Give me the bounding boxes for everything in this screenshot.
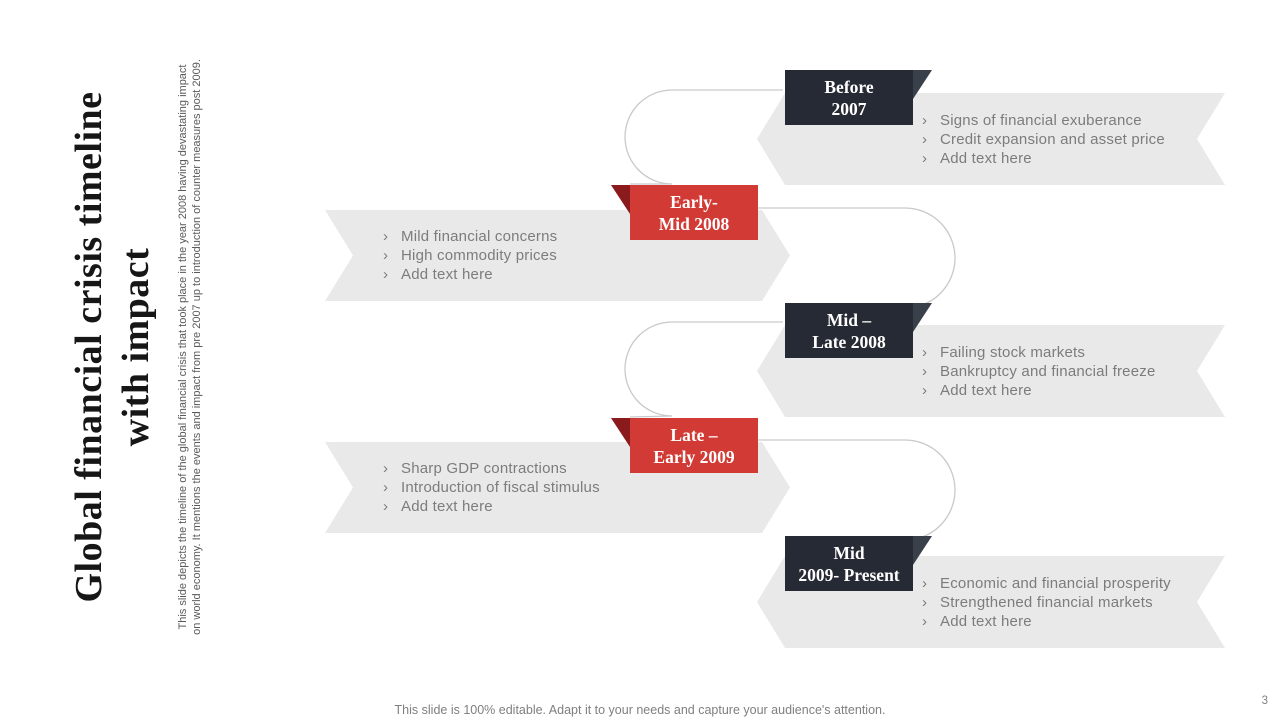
bullet-item: › Bankruptcy and financial freeze xyxy=(922,362,1225,381)
chevron-bullet-icon: › xyxy=(922,130,927,148)
period-label-line-2: Mid 2008 xyxy=(658,213,730,234)
bullet-text: Add text here xyxy=(401,498,493,515)
bullet-item: › Add text here xyxy=(922,149,1225,168)
period-label-line-2: 2009- Present xyxy=(798,564,900,585)
connector-curve-2 xyxy=(758,207,956,310)
period-label-line-1: Early- xyxy=(670,191,718,212)
connector-curve-4 xyxy=(758,439,956,542)
bullet-item: › Credit expansion and asset price xyxy=(922,130,1225,149)
impact-band-mid-2009-present: › Economic and financial prosperity › St… xyxy=(757,556,1225,648)
chevron-bullet-icon: › xyxy=(922,574,927,592)
period-label-mid-late-2008: Mid – Late 2008 xyxy=(785,303,932,358)
bullet-item: › Signs of financial exuberance xyxy=(922,111,1225,130)
bullet-text: Add text here xyxy=(940,381,1032,399)
bullet-item: › Failing stock markets xyxy=(922,343,1225,362)
bullet-text: High commodity prices xyxy=(401,247,557,264)
bullet-text: Credit expansion and asset price xyxy=(940,130,1165,148)
period-label-line-2: Early 2009 xyxy=(653,446,735,467)
connector-curve-1 xyxy=(624,89,783,185)
period-label-line-2: 2007 xyxy=(831,98,867,119)
bullet-item: › Add text here xyxy=(383,265,790,284)
bullet-text: Introduction of fiscal stimulus xyxy=(401,479,600,496)
bullet-item: › Sharp GDP contractions xyxy=(383,459,790,478)
period-label-line-2: Late 2008 xyxy=(812,331,886,352)
period-label-late-early-2009: Late – Early 2009 xyxy=(611,418,758,473)
bullet-text: Bankruptcy and financial freeze xyxy=(940,362,1156,380)
ribbon-fold-icon xyxy=(913,536,932,565)
period-label-early-mid-2008: Early- Mid 2008 xyxy=(611,185,758,240)
chevron-bullet-icon: › xyxy=(922,612,927,630)
impact-band-before-2007: › Signs of financial exuberance › Credit… xyxy=(757,93,1225,185)
bullet-item: › Add text here xyxy=(922,381,1225,400)
chevron-bullet-icon: › xyxy=(383,460,388,477)
bullet-item: › Add text here xyxy=(383,497,790,516)
chevron-bullet-icon: › xyxy=(922,111,927,129)
ribbon-fold-icon xyxy=(913,303,932,332)
bullet-text: Strengthened financial markets xyxy=(940,593,1153,611)
bullet-text: Add text here xyxy=(940,612,1032,630)
period-label-line-1: Before xyxy=(824,76,874,97)
bullet-text: Signs of financial exuberance xyxy=(940,111,1142,129)
bullet-item: › Introduction of fiscal stimulus xyxy=(383,478,790,497)
chevron-bullet-icon: › xyxy=(383,266,388,283)
bullet-item: › Economic and financial prosperity xyxy=(922,574,1225,593)
connector-curve-3 xyxy=(624,321,783,418)
period-label-line-1: Late – xyxy=(670,424,718,445)
bullet-text: Add text here xyxy=(401,266,493,283)
bullet-item: › Mild financial concerns xyxy=(383,227,790,246)
period-label-line-1: Mid xyxy=(833,542,865,563)
chevron-bullet-icon: › xyxy=(383,479,388,496)
chevron-bullet-icon: › xyxy=(383,247,388,264)
bullet-text: Economic and financial prosperity xyxy=(940,574,1171,592)
chevron-bullet-icon: › xyxy=(383,228,388,245)
bullet-text: Add text here xyxy=(940,149,1032,167)
period-label-mid-2009-present: Mid 2009- Present xyxy=(785,536,932,591)
footer-note: This slide is 100% editable. Adapt it to… xyxy=(394,703,886,717)
chevron-bullet-icon: › xyxy=(922,362,927,380)
bullet-text: Failing stock markets xyxy=(940,343,1086,361)
bullet-item: › Strengthened financial markets xyxy=(922,593,1225,612)
chevron-bullet-icon: › xyxy=(922,381,927,399)
chevron-bullet-icon: › xyxy=(922,593,927,611)
bullet-item: › Add text here xyxy=(922,612,1225,631)
ribbon-fold-icon xyxy=(913,70,932,99)
bullet-text: Mild financial concerns xyxy=(401,228,558,245)
bullet-item: › High commodity prices xyxy=(383,246,790,265)
chevron-bullet-icon: › xyxy=(383,498,388,515)
period-label-before-2007: Before 2007 xyxy=(785,70,932,125)
page-number: 3 xyxy=(1261,695,1268,707)
chevron-bullet-icon: › xyxy=(922,149,927,167)
ribbon-fold-icon xyxy=(611,185,630,214)
ribbon-fold-icon xyxy=(611,418,630,447)
chevron-bullet-icon: › xyxy=(922,343,927,361)
bullet-text: Sharp GDP contractions xyxy=(401,460,567,477)
period-label-line-1: Mid – xyxy=(826,309,872,330)
